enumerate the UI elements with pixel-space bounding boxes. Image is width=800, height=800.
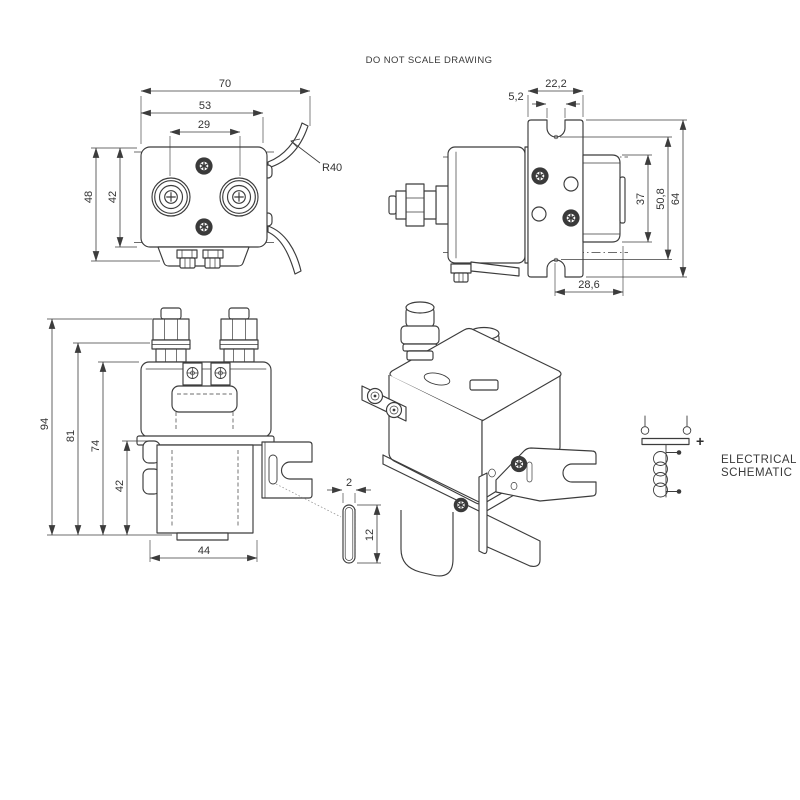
dim-side-hole-offset: 28,6 xyxy=(578,279,599,291)
schematic-terminal xyxy=(682,426,692,435)
torx-screw-icon xyxy=(510,455,528,473)
auxiliary-screw-icon xyxy=(214,367,227,379)
dim-detail-slot-width: 2 xyxy=(346,477,352,489)
front-view: 94 81 74 42 44 xyxy=(39,307,342,562)
dim-wire-bend-radius: R40 xyxy=(322,162,342,174)
schematic-terminal xyxy=(640,426,650,435)
schematic-label-line2: SCHEMATIC xyxy=(721,467,792,479)
dim-side-slot-width: 5,2 xyxy=(508,91,523,103)
schematic-coil xyxy=(653,451,668,498)
dim-front-base-width: 44 xyxy=(198,545,210,557)
dim-front-height-74: 74 xyxy=(90,440,102,452)
torx-screw-icon xyxy=(561,208,581,228)
dim-side-bracket-width: 22,2 xyxy=(545,78,566,90)
auxiliary-screw-icon xyxy=(186,367,199,379)
isometric-view xyxy=(361,301,597,577)
terminal-stud-front-right xyxy=(219,307,259,363)
terminal-stud-front-left xyxy=(151,307,191,363)
dim-detail-slot-height: 12 xyxy=(364,529,376,541)
dim-top-terminal-spacing: 29 xyxy=(198,119,210,131)
lower-wire xyxy=(267,225,302,275)
contactor-cover-side-outline xyxy=(447,146,526,264)
schematic-label-line1: ELECTRICAL xyxy=(721,454,797,466)
torx-screw-icon xyxy=(194,217,214,237)
do-not-scale-note: DO NOT SCALE DRAWING xyxy=(366,55,493,66)
schematic-contact-bar xyxy=(641,437,690,446)
mounting-bracket-side-outline xyxy=(527,119,584,278)
dim-side-hole-spacing: 50,8 xyxy=(655,188,667,209)
slot-detail-view: 2 12 xyxy=(327,477,381,564)
polarity-plus-mark: + xyxy=(696,433,704,449)
torx-screw-icon xyxy=(453,497,469,513)
dim-top-overall-depth: 48 xyxy=(83,191,95,203)
dim-front-lower-height: 42 xyxy=(114,480,126,492)
bracket-hole xyxy=(563,176,579,192)
torx-screw-icon xyxy=(530,166,550,186)
dim-top-overall-width: 70 xyxy=(219,78,231,90)
coil-housing-front-outline xyxy=(156,444,254,534)
top-view: 70 53 29 48 42 R40 xyxy=(83,78,342,275)
dim-side-bracket-height: 64 xyxy=(670,193,682,205)
electrical-schematic: + ELECTRICAL SCHEMATIC xyxy=(640,415,797,498)
upper-wire xyxy=(267,122,309,169)
bracket-slot xyxy=(268,454,278,485)
slot-detail-outline xyxy=(342,504,356,564)
dim-top-cover-width: 53 xyxy=(199,100,211,112)
dim-front-overall-height: 94 xyxy=(39,418,51,430)
dim-front-height-81: 81 xyxy=(65,430,77,442)
iso-coil-can xyxy=(400,510,454,577)
dim-top-body-depth: 42 xyxy=(107,191,119,203)
dim-side-body-depth: 37 xyxy=(635,193,647,205)
bracket-hole xyxy=(531,206,547,222)
torx-screw-icon xyxy=(194,156,214,176)
side-view: 22,2 5,2 37 50,8 64 28,6 xyxy=(388,78,687,296)
